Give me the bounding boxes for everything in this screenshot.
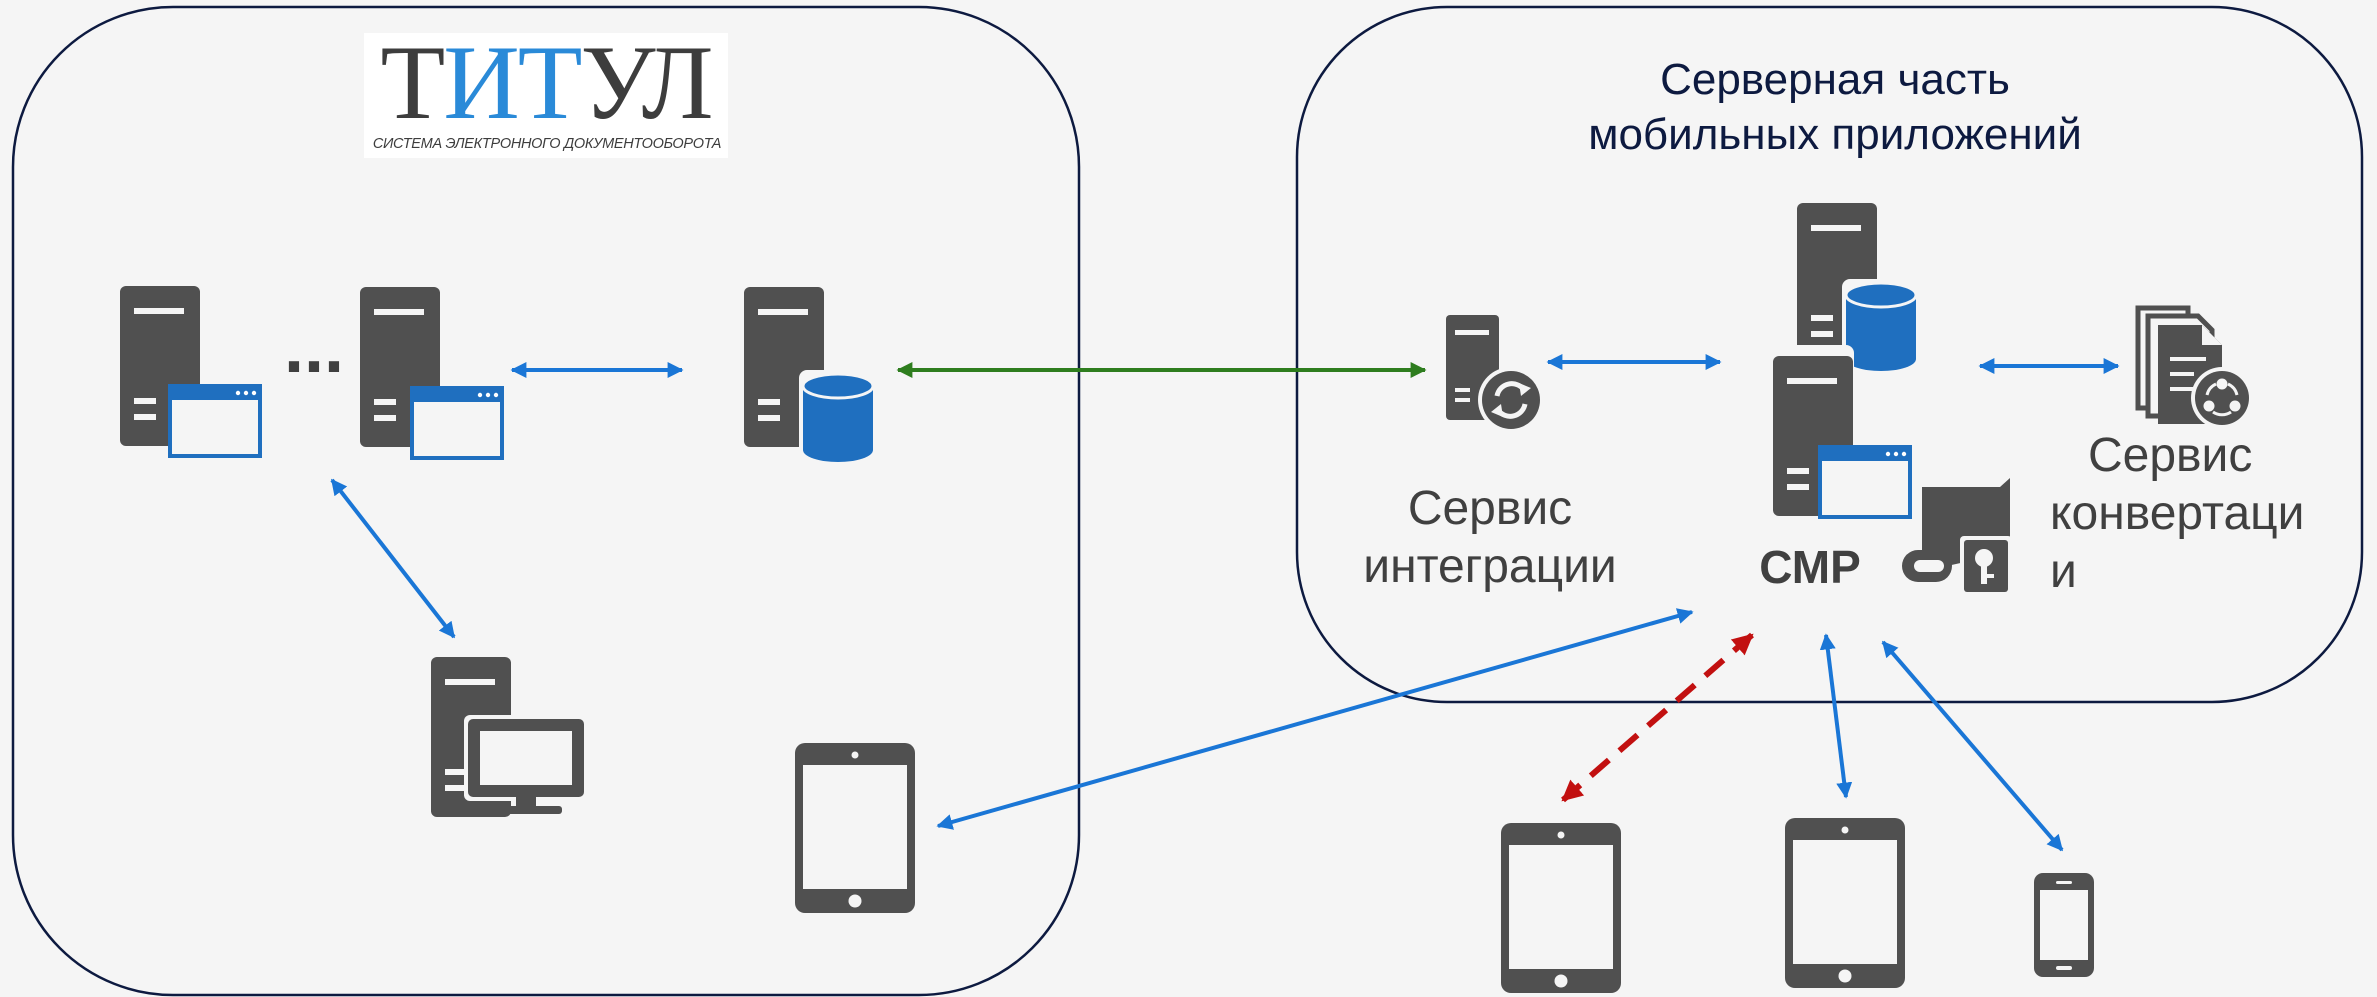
arrow-smp-phone bbox=[1881, 640, 2064, 852]
titul-logo-background bbox=[364, 33, 728, 158]
mobile-server-region-title: Серверная часть мобильных приложений bbox=[1510, 52, 2160, 162]
integration-service-icon bbox=[1446, 315, 1544, 433]
external-tablet-1-icon bbox=[1501, 823, 1621, 993]
titul-logo-part-1: Т bbox=[380, 24, 445, 141]
app-server-ellipsis: ... bbox=[284, 308, 344, 388]
internal-tablet-icon bbox=[795, 743, 915, 913]
conversion-label-line-1: Сервис bbox=[2088, 429, 2253, 482]
titul-logo-part-4: УЛ bbox=[580, 24, 714, 141]
external-tablet-2-icon bbox=[1785, 818, 1905, 988]
arrow-smp-internal-tablet bbox=[936, 608, 1694, 830]
titul-logo: ТИТУЛ bbox=[364, 30, 728, 136]
region-title-line-2: мобильных приложений bbox=[1588, 110, 2082, 159]
conversion-label-line-2: конвертаци bbox=[2050, 487, 2305, 540]
conversion-service-label: Сервис конвертаци и bbox=[2050, 427, 2360, 601]
database-server-icon bbox=[744, 287, 879, 468]
arrow-smp-tablet bbox=[1819, 633, 1853, 799]
smp-label: СМР bbox=[1759, 541, 1861, 593]
titul-logo-part-2: И bbox=[443, 24, 520, 141]
license-scroll-icon bbox=[1902, 478, 2012, 596]
titul-region-boundary bbox=[11, 5, 1081, 997]
arrow-smp-tablet-dashed bbox=[1561, 632, 1754, 803]
arrow-appserver-workstation bbox=[330, 478, 456, 639]
app-server-1-icon bbox=[120, 286, 262, 458]
titul-logo-subtitle: СИСТЕМА ЭЛЕКТРОННОГО ДОКУМЕНТООБОРОТА bbox=[372, 136, 722, 152]
app-server-2-icon bbox=[360, 287, 504, 460]
smartphone-icon bbox=[2034, 873, 2094, 977]
titul-logo-part-3: Т bbox=[517, 24, 583, 141]
smp-app-server-icon bbox=[1764, 345, 1912, 519]
region-title-line-1: Серверная часть bbox=[1660, 55, 2010, 104]
conversion-service-icon bbox=[2135, 305, 2253, 429]
integration-service-label: Сервис интеграции bbox=[1340, 480, 1640, 596]
integration-label-line-1: Сервис bbox=[1407, 482, 1573, 535]
integration-label-line-2: интеграции bbox=[1363, 540, 1617, 593]
conversion-label-line-3: и bbox=[2050, 545, 2077, 598]
workstation-icon bbox=[431, 657, 588, 817]
